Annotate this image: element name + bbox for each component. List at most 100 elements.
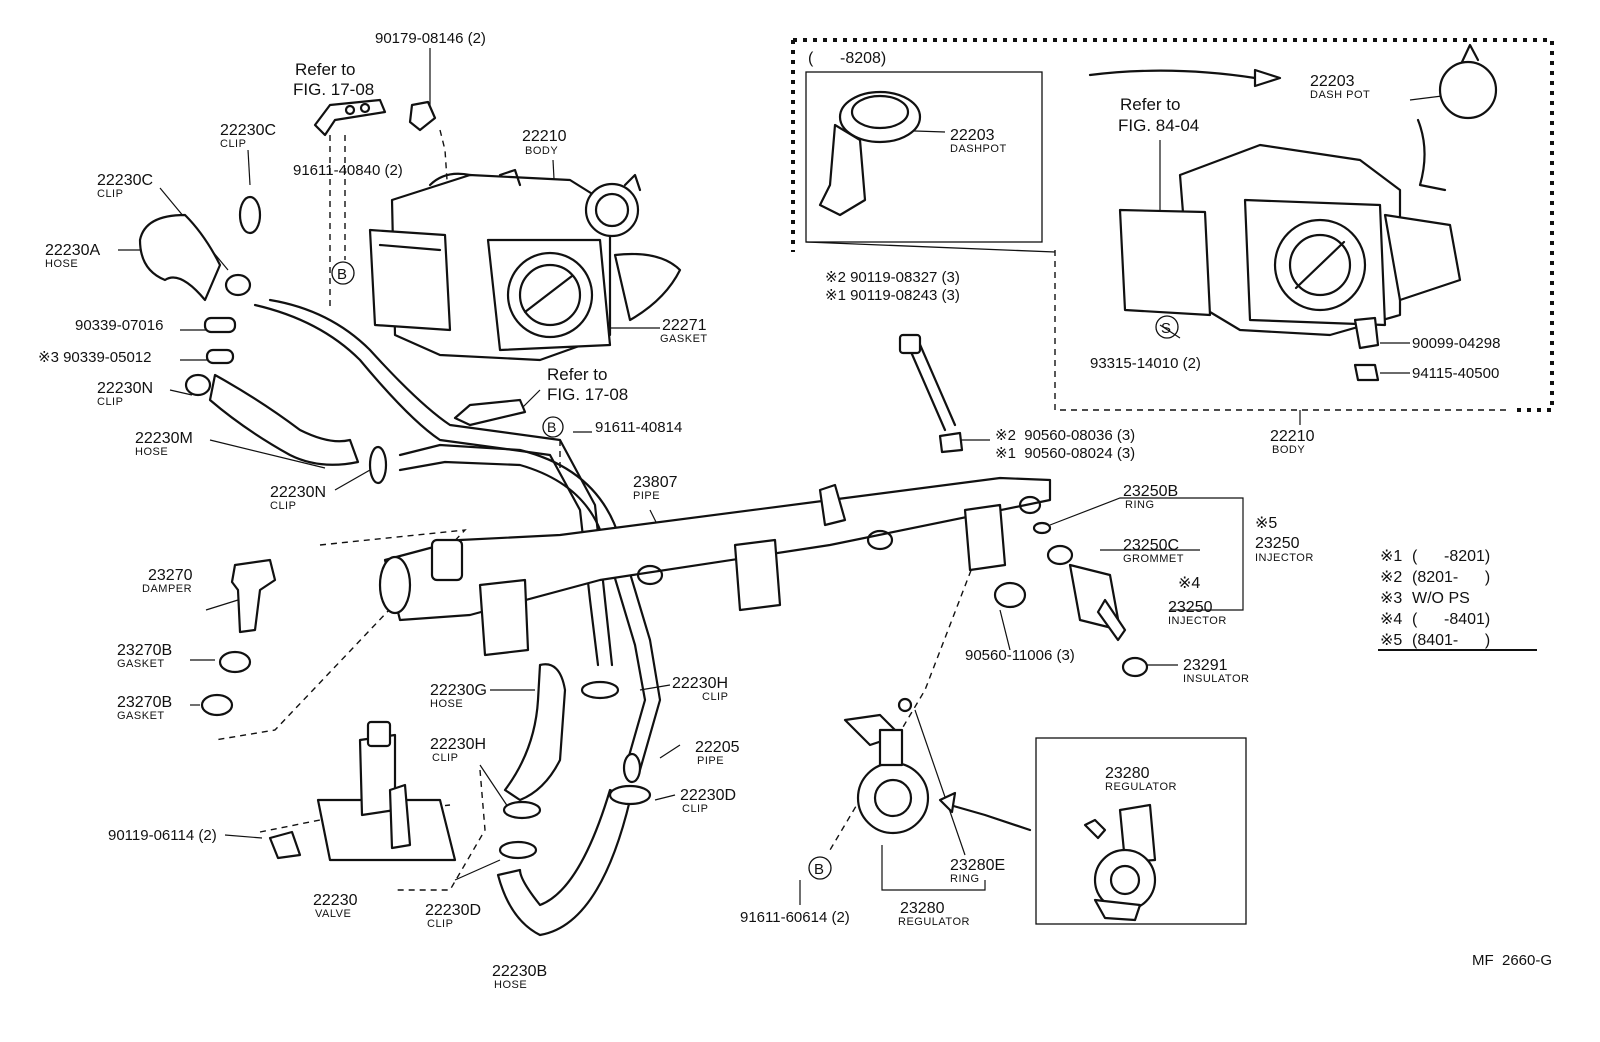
label-fig-84-04: FIG. 84-04 <box>1118 116 1199 135</box>
label-dashpot-b: DASH POT <box>1310 89 1370 101</box>
injector-parts <box>898 333 1149 678</box>
label-22205: 22205 <box>695 739 740 756</box>
legend-mark-3: ※3 <box>1380 590 1402 607</box>
label-regulator-b: REGULATOR <box>1105 781 1177 793</box>
legend-mark-2: ※2 <box>1380 569 1402 586</box>
label-22230c-a: 22230C <box>220 122 276 139</box>
label-22230h-a: 22230H <box>672 675 728 692</box>
label-93315-14010: 93315-14010 (2) <box>1090 355 1201 372</box>
label-refer-to-1: Refer to <box>295 60 355 79</box>
label-90339-07016: 90339-07016 <box>75 317 163 334</box>
label-hose-d: HOSE <box>494 979 527 991</box>
label-8208: ( -8208) <box>808 50 886 67</box>
legend-mark-4: ※4 <box>1380 611 1402 628</box>
clip-bracket-top <box>313 98 437 137</box>
legend: ※1 ( -8201) ※2 (8201- ) ※3 W/O PS ※4 ( -… <box>1380 548 1490 649</box>
throttle-body-left <box>368 168 682 362</box>
legend-text-4: ( -8401) <box>1412 611 1490 628</box>
label-body-b: BODY <box>1272 444 1305 456</box>
label-gasket-c: GASKET <box>117 710 165 722</box>
label-valve: VALVE <box>315 908 351 920</box>
label-23250-b: 23250 <box>1168 599 1213 616</box>
label-clip-c: CLIP <box>97 396 123 408</box>
label-injector-a: INJECTOR <box>1255 552 1314 564</box>
label-dashpot-a: DASHPOT <box>950 143 1007 155</box>
label-injector-b: INJECTOR <box>1168 615 1227 627</box>
label-23270b-b: 23270B <box>117 694 172 711</box>
label-90560-08024: ※1 90560-08024 (3) <box>995 445 1135 462</box>
figure-code: MF 2660-G <box>1472 952 1552 969</box>
label-note5: ※5 <box>1255 515 1277 532</box>
label-pipe-a: PIPE <box>633 490 660 502</box>
label-22203-a: 22203 <box>950 127 995 144</box>
label-23250b: 23250B <box>1123 483 1178 500</box>
label-hose-c: HOSE <box>430 698 463 710</box>
label-22230m: 22230M <box>135 430 193 447</box>
label-clip-f: CLIP <box>432 752 458 764</box>
label-fig-17-08-b: FIG. 17-08 <box>547 385 628 404</box>
label-note4: ※4 <box>1178 575 1200 592</box>
label-22230d-a: 22230D <box>680 787 736 804</box>
label-90119-08327: ※2 90119-08327 (3) <box>825 269 960 286</box>
label-gasket-b: GASKET <box>117 658 165 670</box>
label-90179-08146: 90179-08146 (2) <box>375 30 486 47</box>
label-clip-b: CLIP <box>97 188 123 200</box>
label-94115-40500: 94115-40500 <box>1412 365 1499 382</box>
label-hose-b: HOSE <box>135 446 168 458</box>
label-gasket-a: GASKET <box>660 333 708 345</box>
dashpot-inset <box>818 90 922 217</box>
regulator-part <box>843 697 1032 835</box>
label-damper: DAMPER <box>142 583 192 595</box>
label-22230b: 22230B <box>492 963 547 980</box>
label-23280e: 23280E <box>950 857 1005 874</box>
legend-text-2: (8201- ) <box>1412 569 1490 586</box>
label-23250-a: 23250 <box>1255 535 1300 552</box>
label-22271: 22271 <box>662 317 707 334</box>
borders <box>791 38 1554 925</box>
label-90560-11006: 90560-11006 (3) <box>965 647 1075 664</box>
label-91611-60614: 91611-60614 (2) <box>740 909 850 926</box>
valve-hoses-bottom <box>268 663 652 937</box>
label-22230n-b: 22230N <box>270 484 326 501</box>
regulator-inset <box>1083 803 1157 922</box>
label-23250c: 23250C <box>1123 537 1179 554</box>
throttle-body-right <box>1088 43 1498 382</box>
circle-s: S <box>1161 320 1171 337</box>
label-90339-05012: ※3 90339-05012 <box>38 349 152 366</box>
legend-mark-1: ※1 <box>1380 548 1402 565</box>
label-22230a: 22230A <box>45 242 100 259</box>
label-22230d-b: 22230D <box>425 902 481 919</box>
legend-text-3: W/O PS <box>1412 590 1470 607</box>
label-91611-40840: 91611-40840 (2) <box>293 162 403 179</box>
label-ring-a: RING <box>950 873 980 885</box>
label-refer-to-2: Refer to <box>547 365 607 384</box>
circle-b-2: B <box>547 419 557 435</box>
circle-b-1: B <box>337 266 347 283</box>
label-fig-17-08-a: FIG. 17-08 <box>293 80 374 99</box>
label-regulator-a: REGULATOR <box>898 916 970 928</box>
label-22230h-b: 22230H <box>430 736 486 753</box>
label-clip-d: CLIP <box>270 500 296 512</box>
label-clip-e: CLIP <box>702 691 728 703</box>
label-23280-a: 23280 <box>900 900 945 917</box>
label-22210-b: 22210 <box>1270 428 1315 445</box>
label-22210-a: 22210 <box>522 128 567 145</box>
legend-mark-5: ※5 <box>1380 632 1402 649</box>
circle-markers: B B B S <box>331 261 1179 880</box>
label-22230g: 22230G <box>430 682 487 699</box>
label-23270: 23270 <box>148 567 193 584</box>
label-23291: 23291 <box>1183 657 1228 674</box>
label-hose-a: HOSE <box>45 258 78 270</box>
label-23807: 23807 <box>633 474 678 491</box>
label-90119-08243: ※1 90119-08243 (3) <box>825 287 960 304</box>
label-insulator: INSULATOR <box>1183 673 1249 685</box>
circle-b-3: B <box>814 861 824 878</box>
label-90099-04298: 90099-04298 <box>1412 335 1500 352</box>
label-90560-08036: ※2 90560-08036 (3) <box>995 427 1135 444</box>
label-22230c-b: 22230C <box>97 172 153 189</box>
label-22230n-a: 22230N <box>97 380 153 397</box>
callout-labels: 90179-08146 (2) Refer to FIG. 17-08 2223… <box>38 30 1552 991</box>
label-22230: 22230 <box>313 892 358 909</box>
label-body-a: BODY <box>525 145 558 157</box>
